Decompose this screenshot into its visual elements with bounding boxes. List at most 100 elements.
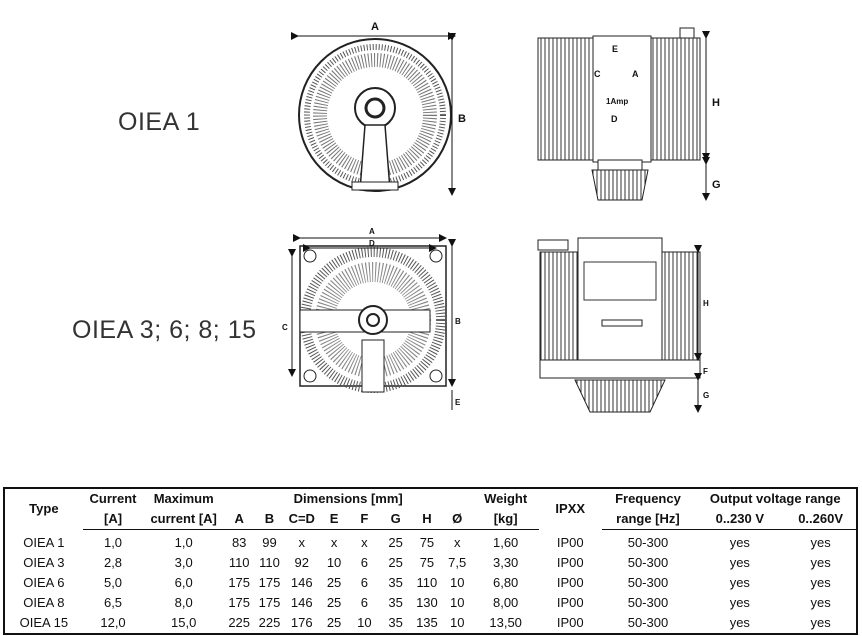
table-cell: 99 xyxy=(262,535,277,550)
table-cell: 83 xyxy=(231,535,247,550)
table-cell: 25 xyxy=(326,595,342,610)
table-cell: 35 xyxy=(388,575,403,590)
header-ipxx: IPXX xyxy=(555,501,586,517)
dim-label-b3: B xyxy=(455,317,461,326)
header-260v: 0..260V xyxy=(785,509,857,530)
label-d: D xyxy=(611,114,618,124)
header-frequency: Frequency xyxy=(615,491,681,506)
table-cell: 1,0 xyxy=(174,535,193,550)
table-cell: IP00 xyxy=(556,534,584,550)
table-cell: 130 xyxy=(416,595,438,610)
dim-label-h3: H xyxy=(703,299,709,308)
oiea3-15-front-view: A D C B E xyxy=(282,227,461,410)
table-cell: yes xyxy=(729,595,750,610)
label-amp: 1Amp xyxy=(606,97,628,106)
header-dim: C=D xyxy=(284,509,319,530)
table-cell: 6 xyxy=(360,595,368,610)
label-c: C xyxy=(594,69,601,79)
table-cell: 6,5 xyxy=(103,595,123,610)
dim-label-d3: D xyxy=(369,239,375,248)
header-weight: Weight xyxy=(484,491,528,506)
table-cell: yes xyxy=(810,555,831,570)
table-cell: 110 xyxy=(259,555,280,570)
table-cell: 6,0 xyxy=(174,575,193,590)
header-weight-unit: [kg] xyxy=(472,509,539,530)
table-cell: 146 xyxy=(290,575,313,590)
table-cell: 50-300 xyxy=(627,595,669,610)
dim-label-h: H xyxy=(712,97,720,109)
header-dim: E xyxy=(318,509,350,530)
technical-drawings: A B E C A D 1Amp H G A D C B E H F G xyxy=(282,21,721,413)
table-cell: 175 xyxy=(258,575,281,590)
table-cell: 75 xyxy=(419,555,435,570)
table-cell: 10 xyxy=(449,615,465,630)
table-cell: yes xyxy=(810,615,831,630)
table-cell: 110 xyxy=(228,555,250,570)
table-cell: 6 xyxy=(360,575,368,590)
table-cell: 25 xyxy=(388,555,403,570)
dim-label-c3: C xyxy=(282,323,288,332)
table-cell: 75 xyxy=(419,535,435,550)
header-dim: A xyxy=(224,509,255,530)
table-cell: 7,5 xyxy=(448,555,467,570)
dim-label-b: B xyxy=(458,113,466,125)
table-cell: IP00 xyxy=(556,575,584,590)
table-cell: yes xyxy=(729,615,750,630)
table-cell: yes xyxy=(729,555,750,570)
table-cell: 110 xyxy=(416,575,438,590)
table-cell: 50-300 xyxy=(627,535,669,550)
table-cell: 6 xyxy=(360,555,368,570)
table-cell: 6,80 xyxy=(492,575,519,590)
table-cell: 15,0 xyxy=(171,615,197,630)
header-max-unit: current [A] xyxy=(143,509,225,530)
model-label-oiea3-15: OIEA 3; 6; 8; 15 xyxy=(72,316,257,344)
header-dim: H xyxy=(411,509,443,530)
table-cell: 175 xyxy=(228,575,251,590)
table-cell: yes xyxy=(810,575,831,590)
label-e: E xyxy=(612,44,618,54)
table-cell: 50-300 xyxy=(627,555,669,570)
table-cell: 50-300 xyxy=(627,615,669,630)
table-cell: 10 xyxy=(449,595,465,610)
table-cell: 50-300 xyxy=(627,575,669,590)
table-cell: x xyxy=(361,535,368,550)
table-cell: 12,0 xyxy=(100,615,126,630)
table-cell: 146 xyxy=(290,595,313,610)
table-cell: OIEA 1 xyxy=(23,534,65,550)
table-cell: 1,0 xyxy=(103,535,123,550)
table-cell: IP00 xyxy=(556,615,584,630)
header-dim: F xyxy=(349,509,380,530)
table-cell: x xyxy=(330,535,338,550)
table-cell: 2,8 xyxy=(103,555,123,570)
dim-label-e3: E xyxy=(455,398,461,407)
specifications-table: Type Current Maximum Dimensions [mm] Wei… xyxy=(3,487,858,635)
table-cell: 92 xyxy=(294,555,309,570)
header-max: Maximum xyxy=(153,491,214,506)
table-cell: 8,0 xyxy=(174,595,193,610)
table-cell: x xyxy=(298,535,306,550)
table-cell: 35 xyxy=(388,595,403,610)
table-cell: OIEA 8 xyxy=(23,595,65,610)
table-cell: 10 xyxy=(449,575,465,590)
header-type: Type xyxy=(29,501,59,517)
table-cell: 225 xyxy=(228,615,251,630)
table-cell: 13,50 xyxy=(489,615,522,630)
dim-label-a: A xyxy=(371,21,379,33)
table-cell: IP00 xyxy=(556,595,584,610)
dim-label-a3: A xyxy=(369,227,375,236)
dim-label-f3: F xyxy=(703,367,708,376)
header-output: Output voltage range xyxy=(709,491,841,506)
table-cell: OIEA 6 xyxy=(23,575,65,590)
header-dimensions: Dimensions [mm] xyxy=(293,491,403,506)
header-current: Current xyxy=(89,491,137,506)
table-cell: yes xyxy=(729,535,750,550)
dim-label-g: G xyxy=(712,179,721,191)
header-current-unit: [A] xyxy=(82,509,144,530)
table-cell: yes xyxy=(810,595,831,610)
table-cell: 225 xyxy=(258,615,281,630)
